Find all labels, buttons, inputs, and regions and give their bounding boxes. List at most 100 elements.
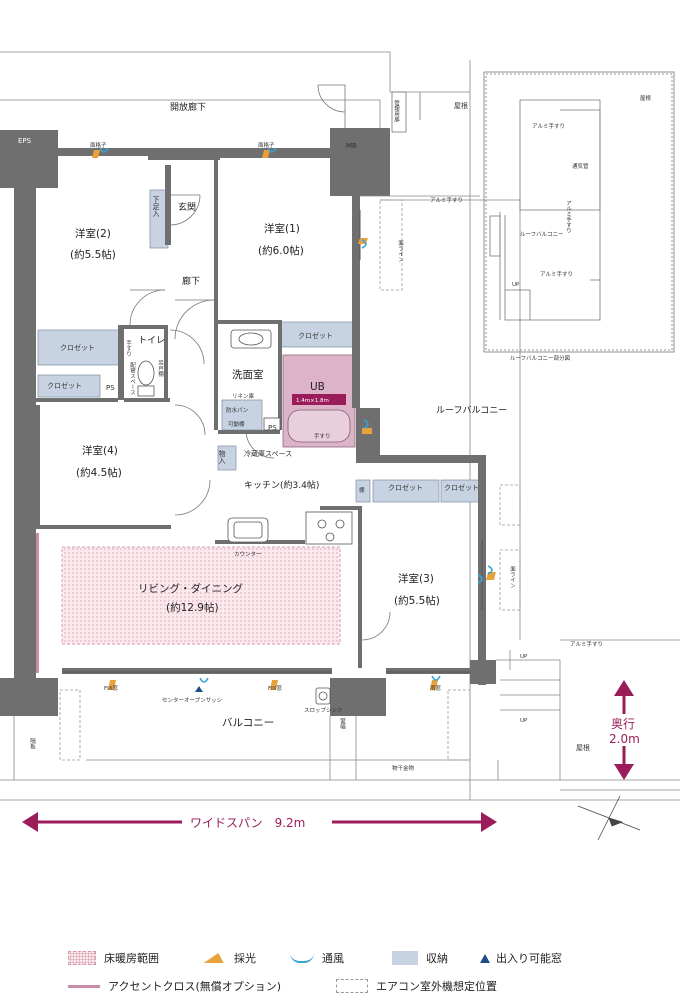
depth-arrow: [606, 680, 644, 780]
inset-roof-balcony: ルーフバルコニー: [520, 231, 564, 238]
legend-accent-cloth: アクセントクロス(無償オプション): [68, 978, 281, 994]
senmen-label: 洗面室: [232, 368, 264, 381]
legend-floor-heating-text: 床暖房範囲: [104, 952, 159, 965]
ac-outdoor-swatch-icon: [336, 979, 368, 993]
inset-alumi-a: アルミ手すり: [532, 122, 565, 130]
corridor-doors: [317, 84, 421, 133]
outer-lines: [0, 51, 680, 801]
ps-label-2: PS: [268, 424, 277, 432]
wide-span-arrow: [22, 812, 497, 832]
roof-balcony-label: ルーフバルコニー: [436, 405, 507, 416]
rouka-label: 廊下: [182, 275, 200, 287]
entry-window-markers: [195, 686, 203, 692]
genkan-label: 玄関: [178, 201, 196, 213]
roof-label-right: 屋根: [576, 743, 590, 752]
up-label-1: UP: [520, 654, 528, 660]
legend-entry-window: 出入り可能窓: [480, 950, 562, 966]
up-label-2: UP: [520, 718, 528, 724]
closet-label-4: クロゼット: [388, 483, 423, 492]
legend-ac-outdoor-text: エアコン室外機想定位置: [376, 980, 497, 993]
accent-cloth-swatch-icon: [68, 984, 100, 988]
ub-label: UB: [310, 381, 325, 393]
roof-label-top: 屋根: [454, 101, 468, 110]
counter-label: カウンター: [234, 550, 262, 558]
door-swings: [129, 194, 391, 641]
ventilation-markers: [99, 147, 493, 683]
alumi-label-2: アルミ手すり: [570, 640, 603, 648]
legend-storage: 収納: [392, 950, 448, 966]
wide-span-label: ワイドスパン 9.2m: [190, 816, 305, 830]
kangai-label: 雨窓: [430, 684, 442, 692]
toilet-handrail-label: 手すり: [125, 339, 132, 357]
center-sash-label: センターオープンサッシ: [162, 696, 222, 704]
legend-ventilation-text: 通風: [322, 952, 344, 965]
inset-alumi-b: アルミ手すり: [565, 200, 572, 234]
geta-label: 下足入: [152, 196, 160, 217]
inset-yane-label: 屋根: [640, 94, 652, 102]
ps-label-1: PS: [106, 384, 115, 392]
hedai-label: 隔板: [29, 737, 36, 751]
kitchen-fixtures: [227, 511, 353, 545]
closet-label-3: クロゼット: [298, 331, 333, 340]
bousui-label: 防水パン: [226, 406, 249, 414]
toilet-label: トイレ: [138, 336, 165, 346]
closet-label-2: クロゼット: [47, 381, 82, 390]
closet-label-1: クロゼット: [60, 343, 95, 352]
inset-plan: [483, 71, 675, 353]
depth-value: 2.0m: [609, 732, 640, 746]
yoshitsu2-label: 洋室(2): [75, 227, 111, 240]
monohoshi-label: 物干金物: [392, 764, 415, 772]
legend-floor-heating: 床暖房範囲: [68, 950, 159, 966]
inset-caption: ルーフバルコニー部分図: [510, 354, 571, 362]
tana-label: 棚: [359, 486, 365, 494]
storage-blocks: [37, 189, 480, 503]
inset-alumi-c: アルミ手すり: [540, 270, 573, 278]
depth-label: 奥行: [611, 717, 635, 731]
legend-daylight: 採光: [203, 950, 256, 966]
storage-swatch-icon: [392, 951, 418, 965]
yoshitsu3-label: 洋室(3): [398, 572, 434, 585]
inset-tsuuki: 通気管: [572, 162, 589, 170]
haisui-label: 配管スペース: [129, 362, 136, 396]
slop-sink-label: スロップシンク: [304, 707, 343, 714]
yoshitsu1-size: (約6.0帖): [258, 244, 304, 257]
turido-label: 吊戸棚: [157, 360, 164, 378]
legend-entry-window-text: 出入り可能窓: [496, 952, 562, 965]
north-arrow-icon: [577, 795, 641, 841]
yoshitsu4-size: (約4.5帖): [76, 466, 122, 479]
daylight-icon: [203, 953, 229, 963]
corridor-label: 開放廊下: [170, 101, 206, 113]
yoshitsu1-label: 洋室(1): [264, 222, 300, 235]
mb-label: MB: [346, 142, 357, 150]
legend-ac-outdoor: エアコン室外機想定位置: [336, 978, 497, 994]
linen-label: リネン庫: [232, 392, 255, 400]
legend-accent-cloth-text: アクセントクロス(無償オプション): [108, 980, 282, 993]
sanitary-fixtures: [137, 329, 331, 705]
closet-label-5: クロゼット: [444, 483, 479, 492]
balcony-lines: [13, 716, 470, 780]
monoire-label: 物入: [218, 449, 226, 464]
kenji-label: 緊幅: [339, 718, 346, 731]
yoshitsu3-size: (約5.5帖): [394, 594, 440, 607]
alumi-label-1: アルミ手すり: [430, 196, 463, 204]
fix-label-2: FIX窓: [268, 684, 283, 692]
living-size: (約12.9帖): [166, 601, 219, 614]
reizouko-label: 冷蔵庫スペース: [244, 449, 292, 458]
inset-up: UP: [512, 282, 520, 288]
yoshitsu4-label: 洋室(4): [82, 444, 118, 457]
menkoushi-label-1: 面格子: [90, 141, 107, 149]
kitchen-label: キッチン(約3.4帖): [244, 479, 319, 491]
ub-size-label: 1.4m×1.8m: [296, 398, 329, 404]
eps-label: EPS: [18, 137, 32, 145]
ventilation-icon: [290, 953, 314, 963]
kadou-label: 可動棚: [228, 420, 245, 428]
floor-heating-swatch-icon: [68, 951, 96, 965]
fix-label-1: FIX窓: [104, 684, 119, 692]
yoshitsu2-size: (約5.5帖): [70, 248, 116, 261]
legend-daylight-text: 採光: [234, 952, 256, 965]
walls: [0, 128, 496, 716]
denrain-label-2: 面ライン: [509, 566, 516, 589]
balcony-label: バルコニー: [222, 717, 274, 729]
entry-window-icon: [480, 953, 490, 963]
